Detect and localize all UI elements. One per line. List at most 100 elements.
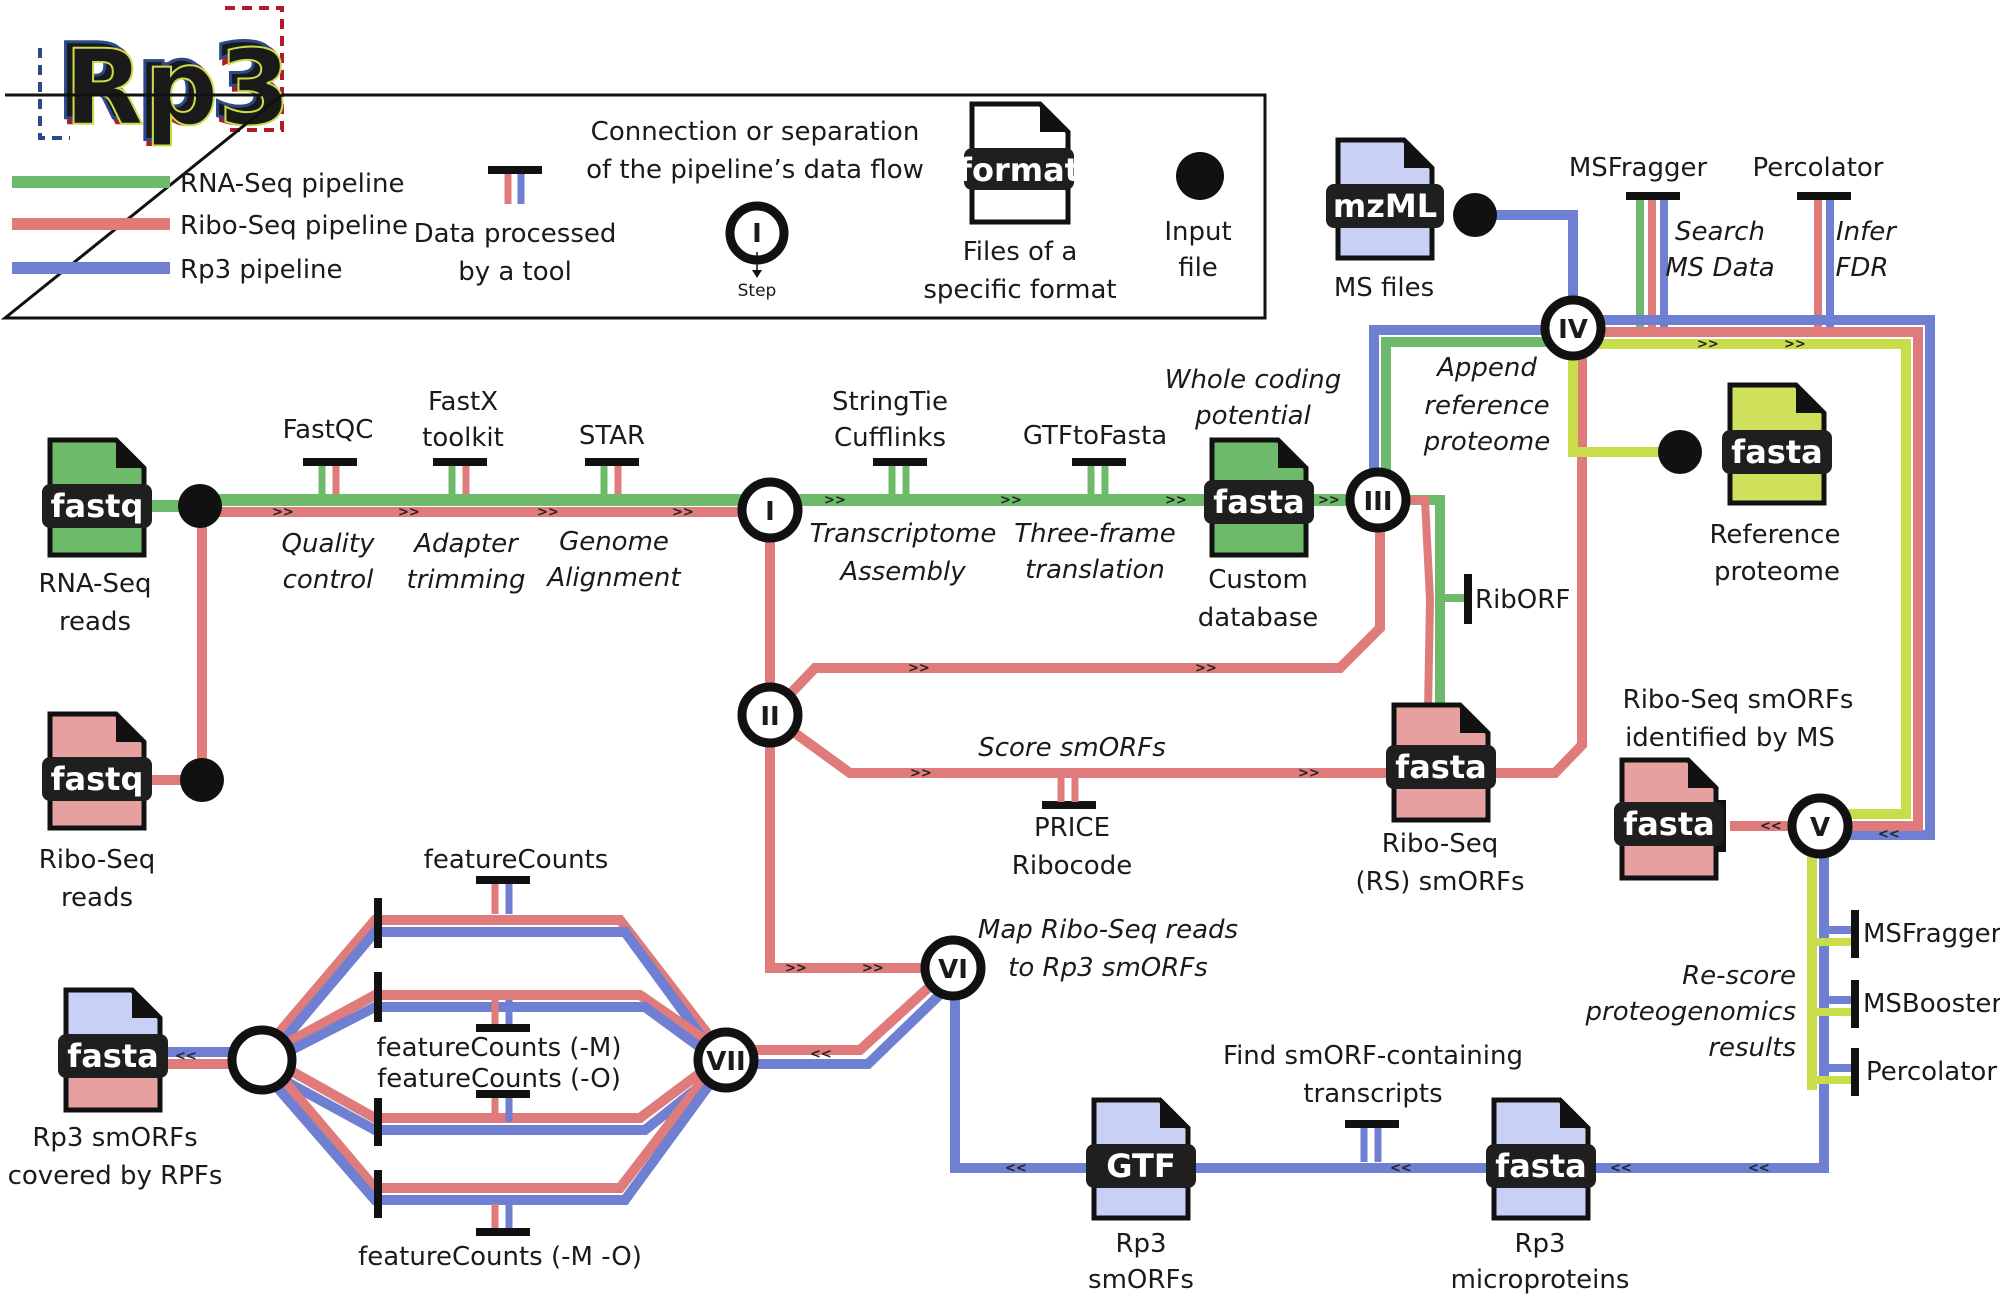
step-node-V: V	[1787, 793, 1853, 859]
tool-bar-fastqc	[303, 458, 357, 494]
svg-text:>>: >>	[785, 961, 807, 976]
svg-text:II: II	[760, 702, 779, 732]
tool-msfragger-top: MSFragger	[1569, 153, 1708, 183]
svg-text:fasta: fasta	[1395, 748, 1486, 786]
svg-text:>>: >>	[1318, 493, 1340, 508]
legend-format-label-1: Files of a	[963, 237, 1078, 267]
input-dot-reference	[1658, 430, 1702, 474]
svg-text:>>: >>	[1165, 493, 1187, 508]
label-custom-db-2: database	[1198, 603, 1319, 633]
label-reference-1: Reference	[1710, 520, 1841, 550]
step-search-2: MS Data	[1665, 253, 1774, 283]
step-node-II: II	[737, 682, 803, 748]
step-search-1: Search	[1675, 217, 1765, 247]
label-custom-db-1: Custom	[1208, 565, 1308, 595]
step-node-split	[227, 1025, 297, 1095]
svg-text:>>: >>	[862, 961, 884, 976]
tool-cufflinks: Cufflinks	[834, 423, 946, 453]
svg-text:VI: VI	[938, 955, 968, 985]
svg-text:>>: >>	[272, 505, 294, 520]
tool-riborf: RibORF	[1475, 585, 1570, 615]
tool-stringtie: StringTie	[832, 387, 948, 417]
step-whole-coding-1: Whole coding	[1165, 365, 1342, 395]
svg-text:fastq: fastq	[51, 487, 144, 525]
label-ms-smorfs-2: identified by MS	[1625, 723, 1835, 753]
rp3-logo: Rp3 Rp3 Rp3	[38, 6, 292, 150]
svg-text:<<: <<	[1610, 1161, 1632, 1176]
tool-percolator-right: Percolator	[1866, 1057, 1997, 1087]
svg-text:>>: >>	[1195, 661, 1217, 676]
svg-text:>>: >>	[908, 661, 930, 676]
step-infer-1: Infer	[1836, 217, 1898, 247]
svg-text:>>: >>	[910, 766, 932, 781]
tool-fc2: featureCounts (-M)	[377, 1033, 622, 1063]
tool-bar-star	[585, 458, 639, 494]
step-infer-2: FDR	[1835, 253, 1888, 283]
svg-text:<<: <<	[175, 1049, 197, 1064]
label-rna-reads-1: RNA-Seq	[38, 569, 151, 599]
svg-text:fasta: fasta	[1495, 1147, 1586, 1185]
step-map-2: to Rp3 smORFs	[1008, 953, 1208, 983]
step-threeframe-2: translation	[1025, 555, 1165, 585]
file-icons: fastq RNA-Seq reads fastq Ribo-Seq reads…	[8, 137, 1854, 1295]
svg-text:V: V	[1810, 813, 1830, 843]
tool-msbooster: MSBooster	[1863, 989, 2000, 1019]
legend-rp3-label: Rp3 pipeline	[180, 255, 343, 285]
tool-bar-fc1	[476, 876, 530, 914]
label-ms-smorfs-1: Ribo-Seq smORFs	[1623, 685, 1854, 715]
label-rna-reads-2: reads	[59, 607, 131, 637]
legend-rna-label: RNA-Seq pipeline	[180, 169, 405, 199]
ribo-rs-to-IV	[1445, 330, 1587, 778]
legend-conn-label-2: of the pipeline’s data flow	[586, 155, 924, 185]
label-gtf-2: smORFs	[1088, 1265, 1194, 1295]
label-micro-2: microproteins	[1451, 1265, 1630, 1295]
svg-text:GTF: GTF	[1106, 1147, 1175, 1185]
svg-text:<<: <<	[1878, 827, 1900, 842]
tool-bar-fastx	[433, 458, 487, 494]
file-fasta-micro: fasta	[1486, 1097, 1596, 1221]
legend-format-label-2: specific format	[923, 275, 1116, 305]
label-reference-2: proteome	[1714, 557, 1840, 587]
legend-tool-label-1: Data processed	[414, 219, 617, 249]
flow-chevrons: >>>> >>>> >>>> >>>> >>>> >>>> >>>> <<<< …	[175, 337, 1900, 1176]
svg-text:fastq: fastq	[51, 760, 144, 798]
file-fasta-ms: fasta	[1614, 757, 1724, 881]
tool-price: PRICE	[1034, 813, 1110, 843]
svg-text:<<: <<	[810, 1047, 832, 1062]
step-labels: Quality control Adapter trimming Genome …	[282, 217, 1899, 1063]
svg-text:I: I	[765, 497, 775, 527]
label-rp3cov-2: covered by RPFs	[8, 1161, 223, 1191]
tool-bar-riborf	[1440, 574, 1472, 624]
tool-bar-price	[1042, 778, 1096, 809]
legend-conn-label-1: Connection or separation	[591, 117, 920, 147]
tool-fc4: featureCounts (-M -O)	[358, 1242, 642, 1272]
step-score: Score smORFs	[978, 733, 1166, 763]
step-genome-1: Genome	[559, 527, 669, 557]
legend-tool-icon	[488, 166, 542, 204]
svg-text:<<: <<	[1760, 819, 1782, 834]
file-fastq-rna: fastq	[42, 437, 152, 558]
tool-msfragger-right: MSFragger	[1863, 919, 2000, 949]
label-rs-smorfs-1: Ribo-Seq	[1382, 829, 1499, 859]
legend-step-label: Step	[738, 281, 777, 301]
step-node-I: I	[737, 477, 803, 543]
input-dot-rna	[178, 484, 222, 528]
tool-find-1: Find smORF-containing	[1223, 1041, 1523, 1071]
legend-ribo-label: Ribo-Seq pipeline	[180, 211, 408, 241]
svg-text:<<: <<	[1390, 1161, 1412, 1176]
step-node-VII: VII	[693, 1027, 759, 1093]
legend-input-label-2: file	[1178, 253, 1218, 283]
tool-gtftofasta: GTFtoFasta	[1023, 421, 1167, 451]
step-node-VI: VI	[920, 935, 986, 1001]
logo-text-outline: Rp3	[60, 25, 287, 147]
tool-fc1: featureCounts	[424, 845, 609, 875]
tool-bars	[303, 192, 1859, 1236]
tool-bar-gtftofasta	[1072, 458, 1126, 494]
svg-text:<<: <<	[1748, 1161, 1770, 1176]
tool-bar-find	[1345, 1120, 1399, 1162]
svg-text:fasta: fasta	[1213, 483, 1304, 521]
svg-text:<<: <<	[1005, 1161, 1027, 1176]
step-append-3: proteome	[1423, 427, 1551, 457]
